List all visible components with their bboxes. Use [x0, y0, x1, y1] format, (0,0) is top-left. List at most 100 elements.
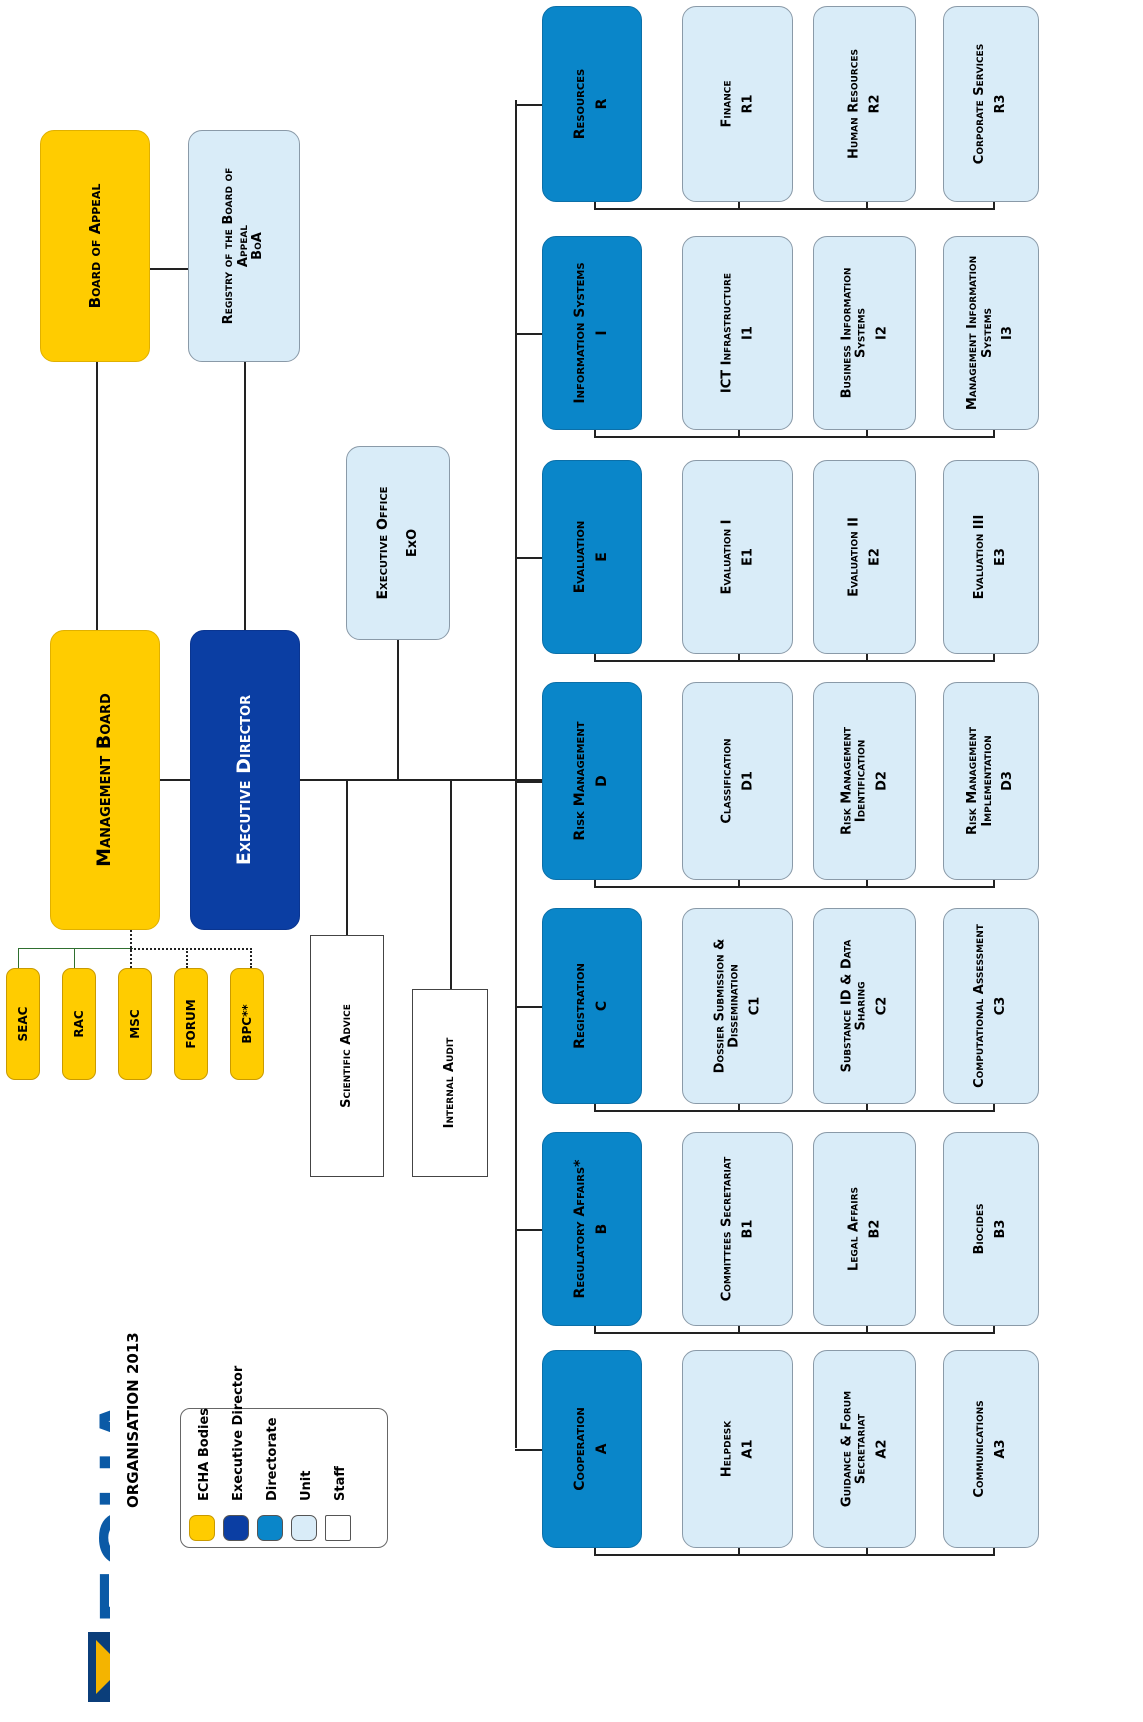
connector	[594, 202, 596, 210]
box-code: D2	[873, 771, 889, 791]
connector	[866, 654, 868, 662]
connector	[594, 1332, 994, 1334]
connector	[993, 1104, 995, 1112]
unit-a1: Helpdesk A1	[682, 1350, 793, 1548]
internal-audit: Internal Audit	[412, 989, 488, 1177]
committee-rac: RAC	[62, 968, 96, 1080]
connector	[594, 1554, 994, 1556]
box-title: Dossier Submission & Dissemination	[711, 938, 742, 1074]
connector	[866, 1548, 868, 1556]
connector	[594, 1104, 596, 1112]
executive-director: Executive Director	[190, 630, 300, 930]
box-title: Corporate Services	[972, 43, 988, 165]
box-title: Information Systems	[572, 262, 589, 404]
connector	[594, 1548, 596, 1556]
box-code: I3	[1000, 326, 1016, 340]
connector	[515, 781, 543, 783]
connector	[18, 948, 19, 968]
box-code: A3	[993, 1439, 1008, 1459]
box-title: Business Information Systems	[838, 267, 869, 399]
connector	[515, 104, 543, 106]
connector	[594, 660, 994, 662]
box-code: D	[594, 775, 610, 787]
box-code: C1	[746, 996, 762, 1016]
executive-office: Executive Office ExO	[346, 446, 450, 640]
connector	[346, 779, 348, 935]
connector	[515, 557, 543, 559]
connector	[866, 1104, 868, 1112]
directorate-i: Information Systems I	[542, 236, 642, 430]
connector	[300, 779, 542, 781]
box-code: A2	[873, 1439, 889, 1459]
box-title: Biocides	[972, 1203, 988, 1255]
connector	[738, 202, 740, 210]
connector	[160, 779, 190, 781]
unit-a3: Communications A3	[943, 1350, 1039, 1548]
connector	[993, 1548, 995, 1556]
box-code: C2	[873, 996, 889, 1016]
echa-logo: ECHA EUROPEAN CHEMICALS AGENCY	[83, 1392, 110, 1702]
box-title: Substance ID & Data Sharing	[838, 939, 869, 1073]
committee-forum: FORUM	[174, 968, 208, 1080]
committee-msc: MSC	[118, 968, 152, 1080]
connector	[738, 1548, 740, 1556]
legend-swatch-directorate	[257, 1515, 283, 1541]
box-code: I1	[739, 326, 755, 340]
box-code: I	[594, 330, 610, 336]
box-code: A1	[739, 1439, 755, 1459]
box-title: Computational Assessment	[972, 924, 988, 1088]
box-title: Communications	[972, 1400, 988, 1498]
connector	[244, 362, 246, 630]
registry-board-of-appeal: Registry of the Board of Appeal BoA	[188, 130, 300, 362]
directorate-b: Regulatory Affairs*B	[542, 1132, 642, 1326]
box-code: E3	[993, 548, 1008, 566]
connector	[594, 208, 994, 210]
connector	[738, 654, 740, 662]
box-title: Guidance & Forum Secretariat	[838, 1390, 869, 1508]
box-code: R1	[739, 94, 755, 114]
box-title: Legal Affairs	[845, 1186, 861, 1272]
box-code: R	[594, 98, 610, 110]
connector	[594, 1326, 596, 1334]
box-code: D1	[739, 771, 755, 791]
dotted-connector	[250, 948, 252, 968]
connector	[738, 1104, 740, 1112]
legend-swatch-staff	[325, 1515, 351, 1541]
unit-d1: Classification D1	[682, 682, 793, 880]
box-title: Finance	[718, 80, 734, 128]
box-code: I2	[873, 326, 889, 340]
box-title: Human Resources	[845, 49, 861, 159]
box-code: B	[594, 1223, 610, 1235]
committee-seac: SEAC	[6, 968, 40, 1080]
legend-swatch-bodies	[189, 1515, 215, 1541]
box-title: Helpdesk	[718, 1420, 734, 1478]
legend-label: Unit	[299, 1470, 314, 1501]
box-code: B3	[993, 1219, 1008, 1239]
connector	[866, 202, 868, 210]
legend-label: ECHA Bodies	[197, 1407, 212, 1501]
directorate-c: Registration C	[542, 908, 642, 1104]
box-code: D3	[1000, 771, 1016, 791]
connector	[515, 333, 543, 335]
connector	[74, 948, 75, 968]
connector	[515, 1006, 543, 1008]
box-title: Registration	[572, 963, 589, 1049]
management-board: Management Board	[50, 630, 160, 930]
box-title: Classification	[718, 738, 734, 824]
box-code: C	[594, 1000, 610, 1012]
connector	[993, 654, 995, 662]
legend-swatch-executive	[223, 1515, 249, 1541]
box-code: R2	[866, 94, 882, 114]
